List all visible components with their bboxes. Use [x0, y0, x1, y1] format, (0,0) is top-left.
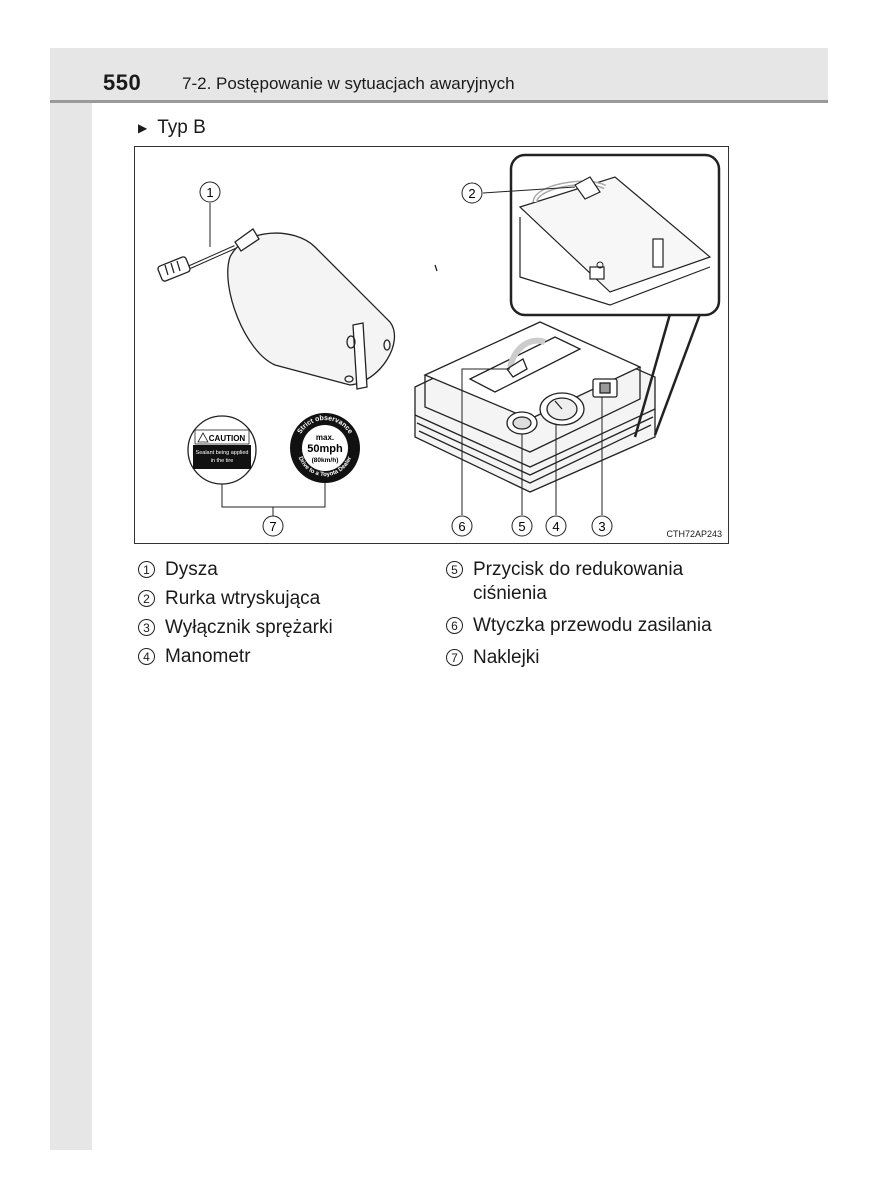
callout-2-number: 2	[468, 186, 475, 201]
page-number: 550	[103, 70, 142, 95]
legend-number: 3	[138, 619, 155, 636]
header-band	[50, 48, 828, 100]
repair-kit-figure: 1	[134, 146, 729, 544]
callout-7-circle	[262, 515, 284, 537]
legend-right: 5 Przycisk do redukowania ciśnienia 6 Wt…	[446, 558, 736, 678]
caution-line-2: in the tire	[211, 458, 234, 464]
triangle-marker-icon: ▶	[138, 121, 148, 135]
legend-item: 4 Manometr	[138, 645, 333, 669]
callout-1-number: 1	[206, 185, 213, 200]
legend-label: Manometr	[165, 646, 251, 667]
speed-sticker: Strict observance Drive to a Toyota Deal…	[290, 413, 360, 483]
callout-1-circle	[199, 181, 221, 203]
legend-item: 7 Naklejki	[446, 646, 736, 670]
legend-item: 5 Przycisk do redukowania ciśnienia	[446, 558, 736, 606]
callout-5-circle	[511, 515, 533, 537]
sealant-bottle	[157, 228, 438, 390]
type-heading-text: Typ B	[157, 117, 206, 138]
legend-number: 5	[446, 561, 463, 578]
repair-kit-illustration: 1	[157, 153, 721, 537]
caution-title: CAUTION	[209, 434, 246, 443]
legend-label: Dysza	[165, 559, 218, 580]
legend-label: Rurka wtryskująca	[165, 588, 321, 609]
callout-3-circle	[591, 515, 613, 537]
legend-number: 7	[446, 649, 463, 666]
legend-label: Naklejki	[473, 647, 540, 668]
legend-number: 2	[138, 590, 155, 607]
compressor	[414, 321, 656, 493]
header-rule	[50, 100, 828, 103]
section-title: 7-2. Postępowanie w sytuacjach awaryjnyc…	[182, 74, 515, 93]
legend-number: 4	[138, 648, 155, 665]
callout-4-number: 4	[552, 519, 559, 534]
speed-value: 50mph	[307, 443, 343, 455]
legend-item: 2 Rurka wtryskująca	[138, 587, 333, 611]
callout-4-circle	[545, 515, 567, 537]
legend-left: 1 Dysza 2 Rurka wtryskująca 3 Wyłącznik …	[138, 558, 333, 674]
callout-6-circle	[451, 515, 473, 537]
legend-number: 6	[446, 617, 463, 634]
zoom-bubble	[509, 153, 721, 438]
caution-line-1: Sealant being applied	[196, 450, 249, 456]
callout-6-number: 6	[458, 519, 465, 534]
type-heading: ▶ Typ B	[138, 117, 206, 139]
figure-code: CTH72AP243	[666, 529, 722, 539]
side-bar	[50, 48, 92, 1150]
speed-max: max.	[316, 433, 334, 442]
legend-label: Wtyczka przewodu zasilania	[473, 615, 712, 636]
callout-3-number: 3	[598, 519, 605, 534]
legend-number: 1	[138, 561, 155, 578]
callout-5-number: 5	[518, 519, 525, 534]
callout-7-number: 7	[269, 519, 276, 534]
legend-label: Przycisk do redukowania ciśnienia	[473, 559, 684, 604]
callout-2-circle	[461, 182, 483, 204]
legend-item: 3 Wyłącznik sprężarki	[138, 616, 333, 640]
legend-label: Wyłącznik sprężarki	[165, 617, 333, 638]
caution-sticker: CAUTION Sealant being applied in the tir…	[187, 415, 257, 485]
speed-kmh: (80km/h)	[312, 457, 339, 464]
legend-item: 1 Dysza	[138, 558, 333, 582]
legend-item: 6 Wtyczka przewodu zasilania	[446, 614, 736, 638]
